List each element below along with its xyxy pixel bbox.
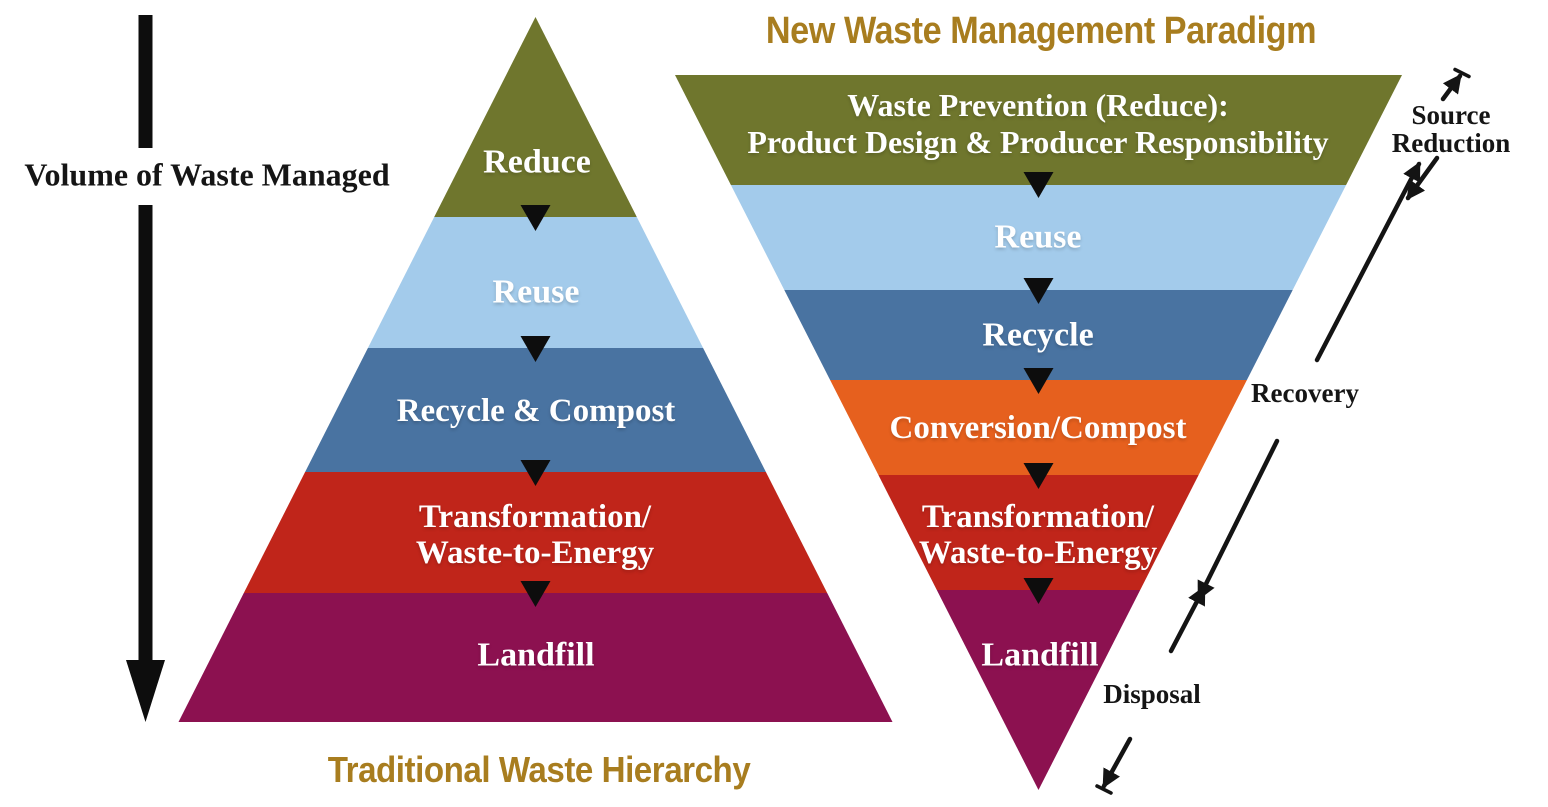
right-layer-transformation (878, 475, 1199, 590)
layer-divider-arrow-icon (1023, 368, 1054, 394)
right-layer-conversion-compost (830, 380, 1247, 475)
right-label-landfill: Landfill (981, 636, 1099, 674)
left-pyramid (178, 17, 893, 722)
source-reduction-bottom-arrow-icon (1405, 155, 1440, 201)
left-layer-landfill (178, 593, 893, 722)
right-layer-waste-prevention (675, 75, 1402, 185)
right-label-reuse: Reuse (994, 218, 1082, 256)
right-label-transformation: Transformation/ Waste-to-Energy (918, 499, 1158, 571)
volume-of-waste-label: Volume of Waste Managed (24, 156, 390, 193)
left-pyramid-title: Traditional Waste Hierarchy (327, 749, 751, 791)
layer-divider-arrow-icon (520, 336, 551, 362)
left-layer-reuse (367, 217, 704, 348)
layer-divider-arrow-icon (520, 205, 551, 231)
disposal-bottom-arrow-icon (1101, 736, 1133, 789)
layer-divider-arrow-icon (1023, 463, 1054, 489)
left-layer-reduce (434, 17, 637, 217)
disposal-up-arrow-icon (1168, 585, 1207, 654)
left-label-reduce: Reduce (483, 143, 591, 181)
layer-divider-arrow-icon (520, 460, 551, 486)
right-layer-reuse (730, 185, 1347, 290)
disposal-label: Disposal (1103, 679, 1201, 710)
right-pyramid-title: New Waste Management Paradigm (765, 10, 1317, 53)
right-label-recycle: Recycle (982, 316, 1094, 354)
recovery-down-arrow-icon (1196, 438, 1280, 601)
dimension-end-tick-icon (1453, 67, 1471, 79)
dimension-end-tick-icon (1095, 784, 1113, 795)
layer-divider-arrow-icon (1023, 578, 1054, 604)
right-pyramid (675, 75, 1402, 790)
layer-divider-arrow-icon (1023, 172, 1054, 198)
dimension-lines (1095, 67, 1471, 795)
left-layer-recycle-compost (305, 348, 766, 472)
right-label-waste-prevention: Waste Prevention (Reduce): Product Desig… (747, 87, 1329, 160)
left-label-transformation: Transformation/ Waste-to-Energy (415, 499, 655, 571)
recovery-label: Recovery (1251, 378, 1359, 409)
left-label-landfill: Landfill (477, 636, 595, 674)
right-label-conversion-compost: Conversion/Compost (889, 409, 1187, 446)
source-reduction-label: Source Reduction (1391, 100, 1511, 158)
right-layer-landfill (936, 590, 1141, 790)
left-label-recycle-compost: Recycle & Compost (396, 392, 676, 429)
source-reduction-top-arrow-icon (1440, 73, 1463, 102)
volume-down-arrow-icon (126, 15, 165, 722)
layer-divider-arrow-icon (1023, 278, 1054, 304)
left-layer-transformation (243, 472, 828, 593)
layer-divider-arrow-icon (520, 581, 551, 607)
recovery-up-arrow-icon (1314, 161, 1422, 363)
right-layer-recycle (784, 290, 1293, 380)
left-label-reuse: Reuse (492, 273, 580, 311)
